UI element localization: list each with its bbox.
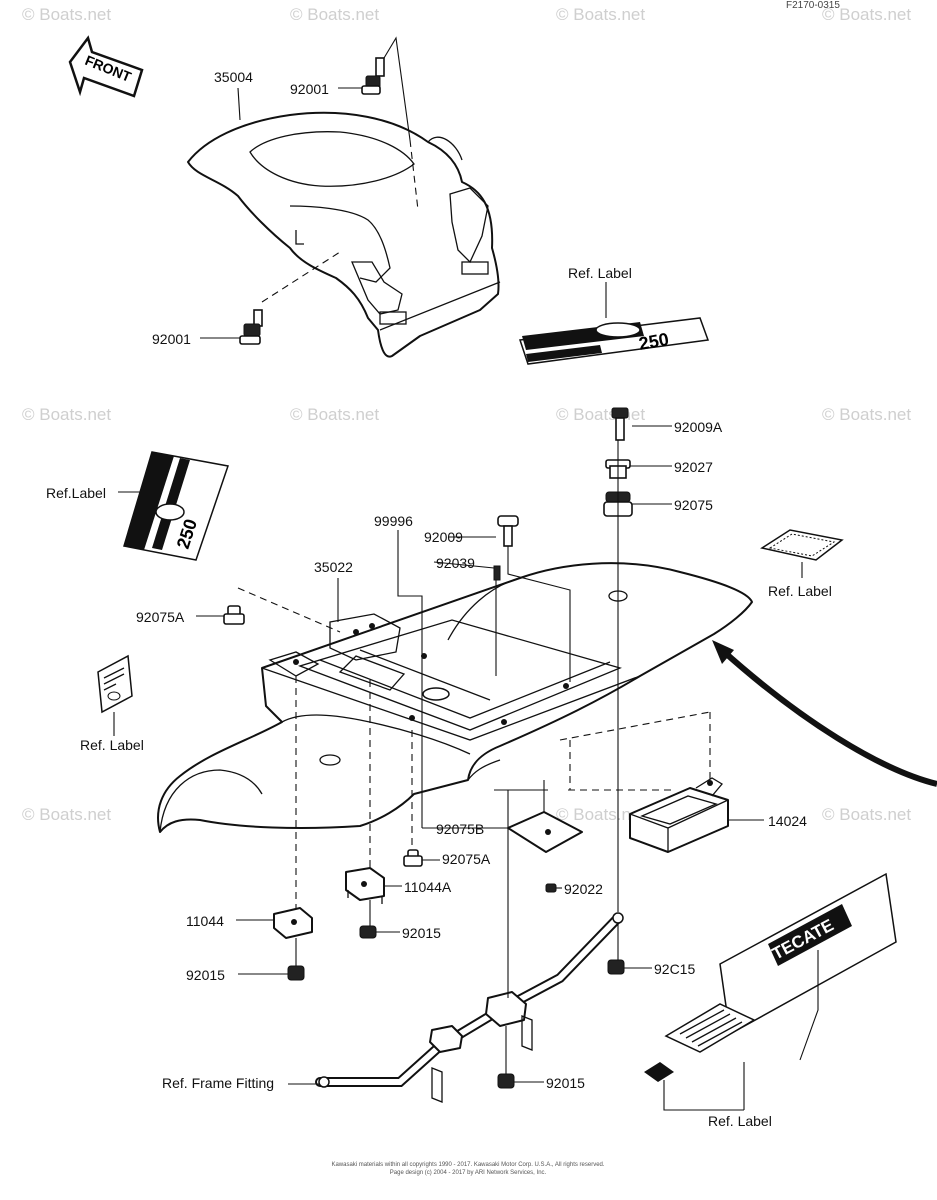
- leader-line: [383, 36, 411, 141]
- label-92001-top: 92001: [290, 81, 329, 97]
- nut-92015-a: [359, 925, 377, 939]
- decal-tecate: TECATE: [719, 872, 897, 1036]
- nut-92015-right: [607, 959, 625, 975]
- label-11044: 11044: [186, 913, 224, 929]
- footer-copyright: Kawasaki materials within all copyrights…: [331, 1162, 604, 1168]
- leader-line: [799, 950, 819, 1061]
- dash-line: [261, 251, 341, 303]
- watermark: © Boats.net: [22, 405, 111, 424]
- watermark: © Boats.net: [822, 5, 911, 24]
- grommet-92075A-mid: [403, 849, 423, 867]
- reference-code: F2170-0315: [786, 0, 840, 11]
- watermark: © Boats.net: [290, 405, 379, 424]
- watermark: © Boats.net: [22, 805, 111, 824]
- pin-92039: [493, 565, 501, 581]
- label-92015-a: 92015: [402, 925, 441, 941]
- decal-text: 250: [637, 329, 670, 354]
- leader-line: [237, 87, 241, 121]
- front-arrow-icon: FRONT: [68, 35, 144, 98]
- watermark: © Boats.net: [556, 805, 645, 824]
- nut-92015-c: [497, 1073, 515, 1089]
- decal-250-left: 250: [123, 451, 229, 561]
- label-ref-label-left: Ref.Label: [46, 485, 106, 501]
- ref-label-tag-bottom: [644, 1062, 674, 1082]
- bracket-11044A: [345, 867, 385, 904]
- watermark: © Boats.net: [556, 405, 645, 424]
- label-92075: 92075: [674, 497, 713, 513]
- clip-92022: [545, 883, 557, 893]
- leader-line: [507, 546, 571, 682]
- bracket-11044: [273, 907, 313, 939]
- label-ref-frame-fitting: Ref. Frame Fitting: [162, 1075, 274, 1091]
- nut-92015-b: [287, 965, 305, 981]
- rear-fender: [157, 562, 753, 833]
- label-ref-label-bottom: Ref. Label: [708, 1113, 772, 1129]
- footer-page-design: Page design (c) 2004 - 2017 by ARI Netwo…: [390, 1170, 547, 1176]
- ref-label-sheet-bottom: [664, 1003, 756, 1053]
- label-92022: 92022: [564, 881, 603, 897]
- leader-line: [433, 561, 495, 569]
- front-fender: [187, 111, 501, 358]
- ref-label-sticker-right: [760, 529, 844, 561]
- watermark: © Boats.net: [290, 5, 379, 24]
- label-99996: 99996: [374, 513, 413, 529]
- frame-fitting: [315, 912, 624, 1103]
- label-ref-label-top: Ref. Label: [568, 265, 632, 281]
- label-92015-right: 92C15: [654, 961, 695, 977]
- label-11044A: 11044A: [404, 879, 452, 895]
- bolt-92001-top: [361, 57, 385, 95]
- watermark: © Boats.net: [22, 5, 111, 24]
- label-92015-b: 92015: [186, 967, 225, 983]
- label-92001-bottom: 92001: [152, 331, 191, 347]
- tool-case-14024: [629, 777, 729, 853]
- leader-line: [663, 1062, 745, 1111]
- label-92075B: 92075B: [436, 821, 484, 837]
- bolt-92009A: [611, 407, 629, 441]
- label-35022: 35022: [314, 559, 353, 575]
- watermarks: © Boats.net © Boats.net © Boats.net © Bo…: [22, 5, 911, 824]
- ref-label-card: [97, 654, 133, 714]
- watermark: © Boats.net: [822, 405, 911, 424]
- label-92075A-mid: 92075A: [442, 851, 491, 867]
- label-ref-label-small: Ref. Label: [80, 737, 144, 753]
- bolt-92009: [497, 515, 519, 547]
- decal-250-top: 250: [518, 317, 710, 365]
- label-92075A-top: 92075A: [136, 609, 185, 625]
- watermark: © Boats.net: [556, 5, 645, 24]
- plate-92075B: [507, 811, 583, 853]
- dash-line: [237, 587, 341, 633]
- leader-line: [397, 530, 423, 828]
- label-ref-label-right: Ref. Label: [768, 583, 832, 599]
- bolt-92001-bottom: [239, 309, 263, 345]
- label-92015-c: 92015: [546, 1075, 585, 1091]
- label-14024: 14024: [768, 813, 807, 829]
- watermark: © Boats.net: [822, 805, 911, 824]
- label-35004: 35004: [214, 69, 253, 85]
- curved-arrow: [719, 647, 937, 787]
- label-92009A: 92009A: [674, 419, 723, 435]
- label-92009: 92009: [424, 529, 463, 545]
- grommet-92075A-top: [223, 605, 245, 625]
- label-92039: 92039: [436, 555, 475, 571]
- label-92027: 92027: [674, 459, 713, 475]
- dash-line: [559, 711, 711, 741]
- arrow-head-icon: [712, 640, 734, 664]
